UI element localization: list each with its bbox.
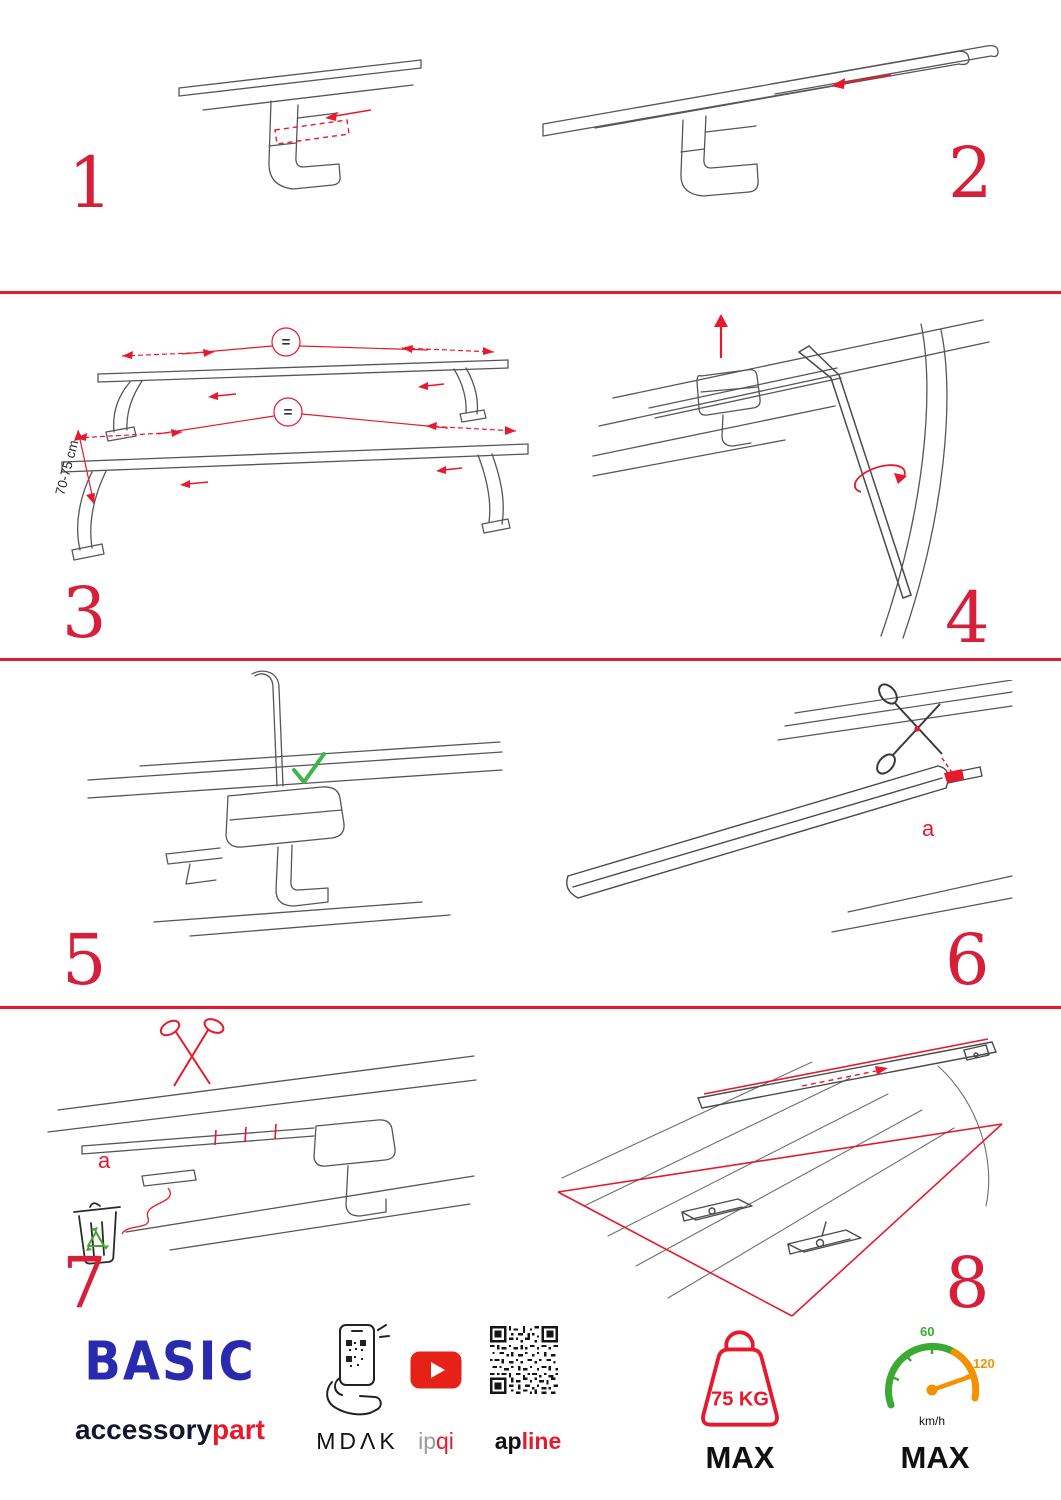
apline-red: line [521, 1428, 562, 1454]
insert-arrow [714, 314, 728, 358]
equal-sign: = [284, 404, 293, 421]
equal-spacing-circles: = = [271, 327, 303, 427]
part-a-label: a [922, 816, 935, 841]
step-3-number: 3 [62, 572, 107, 654]
cut-marks [214, 1123, 277, 1146]
slide-direction-arrow [831, 74, 892, 89]
discard-squiggle [121, 1187, 171, 1235]
step-7-illustration: a [47, 1018, 477, 1265]
rotate-arrow [853, 464, 907, 493]
speedometer-icon: 60 120 km/h [885, 1324, 995, 1428]
recycle-icon [86, 1227, 109, 1251]
bar-slide-drawing [542, 44, 999, 197]
insert-arrowhead [325, 112, 337, 121]
checkmark-icon [292, 752, 326, 784]
section-divider-3 [0, 1006, 1061, 1009]
scissors-icon [159, 1018, 225, 1087]
step-6-number: 6 [945, 919, 990, 1001]
brand-subtitle: accessorypart [55, 1414, 285, 1446]
direction-dashed-arrow [801, 1066, 888, 1087]
step-8-illustration [557, 1038, 1003, 1317]
speed-max-label: MAX [900, 1440, 970, 1475]
roof-rails-background [777, 680, 1013, 933]
step-6-illustration: a [566, 680, 1013, 933]
step-3-illustration: = = 70-75 cm [52, 327, 529, 561]
brand-subtitle-black: accessory [75, 1414, 213, 1445]
bar-distance-label: 70-75 cm [52, 439, 81, 497]
step-5-illustration [87, 670, 503, 937]
adjust-arrowheads [180, 382, 446, 488]
partner-apline-label: apline [478, 1428, 578, 1455]
step-2-illustration [542, 44, 999, 197]
roof-ribs [561, 1061, 990, 1299]
strip-in-channel-highlight [703, 1038, 989, 1095]
clamp-closeup-drawing [87, 670, 503, 937]
strip-end-highlight [944, 769, 964, 783]
measure-arrowheads [74, 345, 516, 504]
brand-subtitle-red: part [212, 1414, 265, 1445]
gauge-needle [929, 1374, 972, 1393]
brand-logo: BASIC [84, 1330, 256, 1393]
ipqi-gray: ip [418, 1428, 436, 1454]
youtube-icon [410, 1351, 462, 1389]
weight-value: 75 KG [711, 1389, 769, 1411]
partner-mdak-label: MDΛK [316, 1428, 399, 1454]
weight-max-label: MAX [705, 1440, 775, 1475]
allen-key [798, 345, 912, 599]
crossbar-clamp-drawing [178, 59, 422, 190]
section-divider-2 [0, 658, 1061, 661]
ipqi-red: qi [436, 1428, 454, 1454]
apline-black: ap [494, 1428, 522, 1454]
cut-line [941, 757, 954, 775]
alignment-guide-lines [557, 1123, 1003, 1317]
roof-clamp-drawing [592, 319, 990, 639]
step-4-illustration [592, 314, 990, 639]
crossbar-drawing [566, 765, 983, 899]
step-1-illustration [178, 59, 422, 190]
adjust-arrows [187, 383, 463, 485]
rubber-pad-highlight [274, 109, 372, 145]
section-divider-1 [0, 291, 1061, 294]
partner-ipqi-label: ipqi [398, 1428, 474, 1455]
step-8-number: 8 [945, 1242, 990, 1324]
step-5-number: 5 [62, 919, 107, 1001]
phone-qr-icon [326, 1324, 390, 1416]
equal-sign: = [282, 334, 291, 351]
step-7-number: 7 [62, 1242, 107, 1324]
roof-bars-drawing [61, 359, 529, 561]
rail-and-clamps [681, 1041, 997, 1255]
part-a-label: a [98, 1148, 111, 1173]
speed-unit-label: km/h [919, 1414, 945, 1428]
step-2-number: 2 [948, 132, 993, 214]
scissors-icon [876, 683, 943, 775]
step-1-number: 1 [68, 142, 113, 224]
speed-low-label: 60 [920, 1324, 934, 1339]
phone-qr-pattern [346, 1340, 366, 1367]
step-4-number: 4 [945, 577, 990, 659]
weight-icon: 75 KG [701, 1330, 779, 1427]
speed-high-label: 120 [973, 1356, 995, 1371]
qr-code [490, 1326, 558, 1394]
strip-trim-drawing [47, 1055, 477, 1251]
